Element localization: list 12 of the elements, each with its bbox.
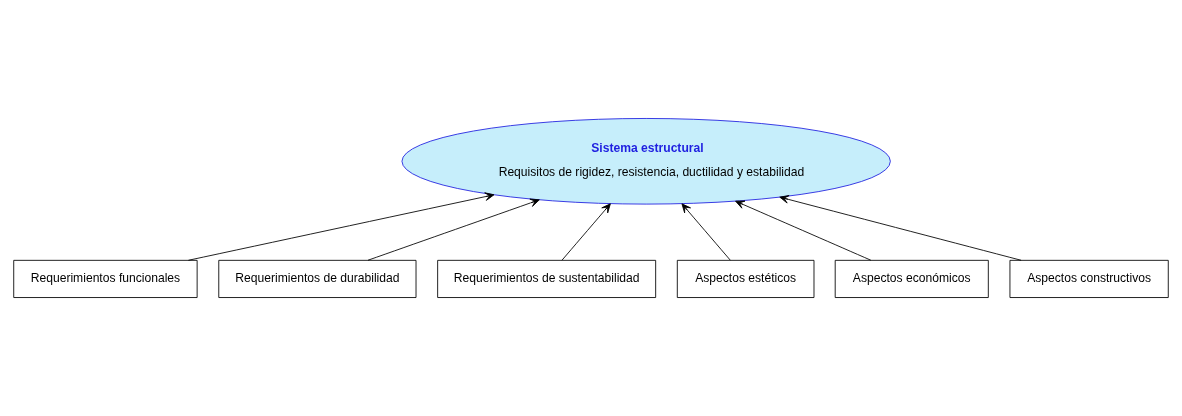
arrow — [188, 192, 495, 261]
node-box: Requerimientos de sustentabilidad — [437, 259, 657, 298]
node-box: Requerimientos funcionales — [13, 259, 198, 298]
node-box: Requerimientos de durabilidad — [218, 259, 417, 298]
node-box: Aspectos estéticos — [676, 259, 815, 298]
arrow — [561, 203, 611, 261]
arrow — [779, 195, 1022, 261]
node-box: Aspectos constructivos — [1009, 259, 1169, 298]
arrow — [681, 203, 731, 261]
arrow — [367, 198, 540, 261]
node-box: Aspectos económicos — [834, 259, 989, 298]
arrow — [735, 200, 872, 261]
